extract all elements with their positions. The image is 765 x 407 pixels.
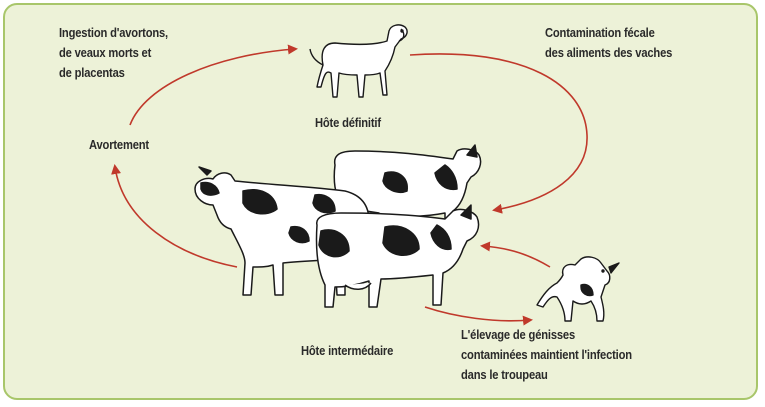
label-hote-definitif: Hôte définitif: [315, 113, 381, 133]
arrow-calf-to-cows: [483, 246, 550, 267]
label-elevage: L'élevage de génisses contaminées mainti…: [461, 325, 632, 385]
label-elevage-line: contaminées maintient l'infection: [461, 345, 632, 365]
label-hote-definitif-line: Hôte définitif: [315, 113, 381, 133]
dog-icon: [310, 25, 407, 97]
label-avortement-line: Avortement: [89, 135, 149, 155]
diagram-frame: Ingestion d'avortons, de veaux morts et …: [3, 3, 758, 400]
label-contamination-line: Contamination fécale: [545, 23, 672, 43]
label-hote-intermediaire-line: Hôte intermédaire: [301, 341, 393, 361]
label-ingestion: Ingestion d'avortons, de veaux morts et …: [59, 23, 168, 83]
label-ingestion-line: de veaux morts et: [59, 43, 168, 63]
label-ingestion-line: Ingestion d'avortons,: [59, 23, 168, 43]
label-ingestion-line: de placentas: [59, 63, 168, 83]
label-contamination-line: des aliments des vaches: [545, 43, 672, 63]
label-avortement: Avortement: [89, 135, 149, 155]
arrow-cows-to-calf: [425, 307, 530, 321]
label-hote-intermediaire: Hôte intermédaire: [301, 341, 393, 361]
label-contamination: Contamination fécale des aliments des va…: [545, 23, 672, 63]
label-elevage-line: dans le troupeau: [461, 365, 632, 385]
label-elevage-line: L'élevage de génisses: [461, 325, 632, 345]
